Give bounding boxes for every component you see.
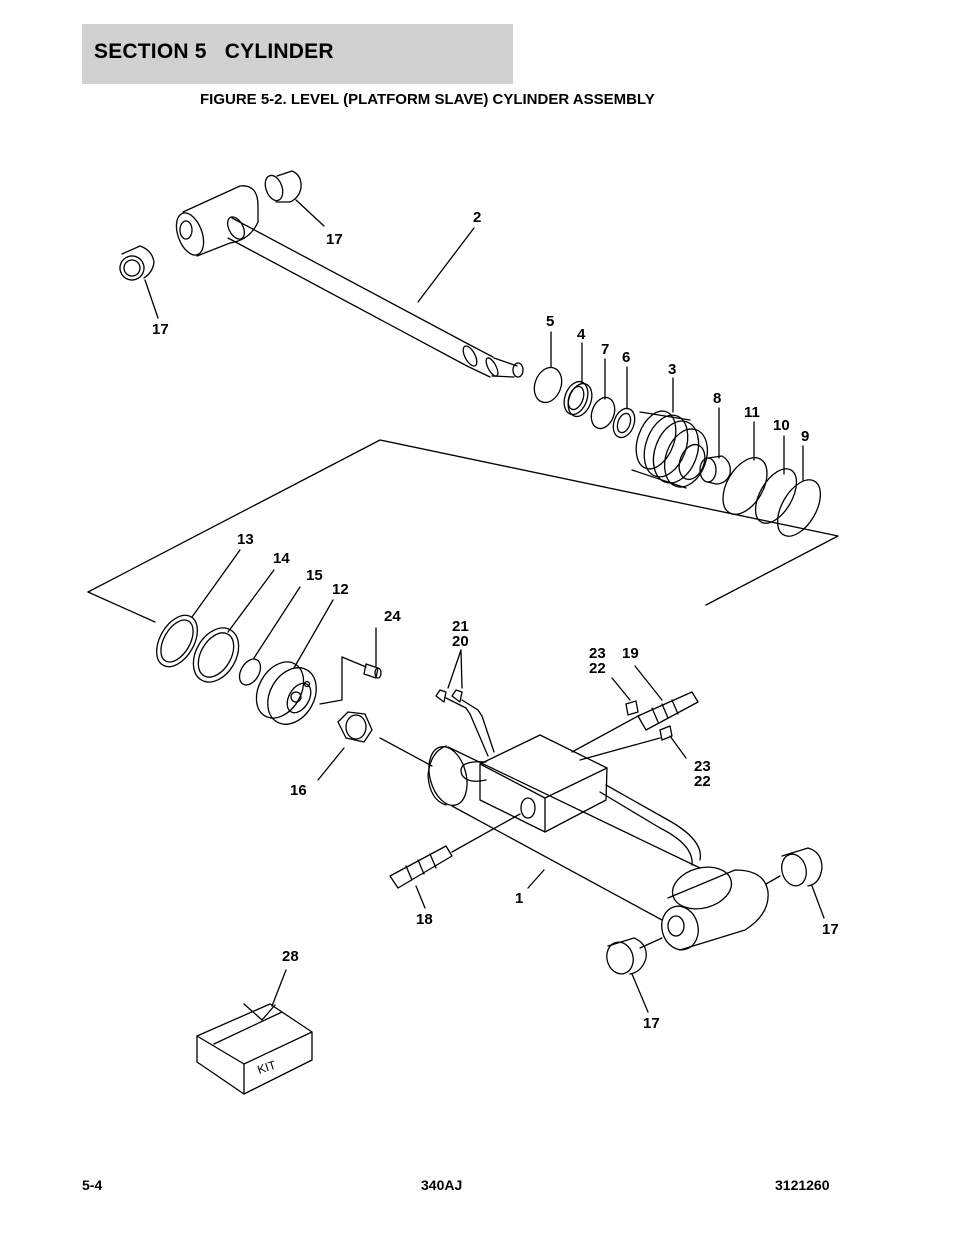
part-19-valve [637, 691, 699, 731]
callout-11: 11 [744, 404, 760, 421]
callout-8: 8 [713, 390, 721, 407]
callout-17: 17 [643, 1015, 660, 1032]
part-12-piston [255, 661, 317, 725]
callout-13: 13 [237, 531, 254, 548]
callout-22: 22 [694, 773, 711, 790]
callout-17: 17 [152, 321, 169, 338]
callout-23: 23 [694, 758, 711, 775]
part-4-seal [563, 380, 593, 418]
callout-17: 17 [326, 231, 343, 248]
callout-5: 5 [546, 313, 554, 330]
callout-4: 4 [577, 326, 586, 343]
part-9-ring [776, 479, 822, 537]
callout-12: 12 [332, 581, 349, 598]
part-21-20-fittings [435, 689, 495, 757]
part-11-ring [722, 457, 768, 515]
footer-model: 340AJ [421, 1177, 463, 1193]
rod-bushing-right [264, 170, 302, 203]
section-header: SECTION 5 CYLINDER [82, 24, 513, 84]
part-23-22-upper [571, 700, 641, 753]
callout-2: 2 [473, 209, 481, 226]
callout-15: 15 [306, 567, 323, 584]
part-8-bushing [699, 455, 731, 485]
footer-doc-number: 3121260 [775, 1177, 830, 1193]
part-18-valve [389, 813, 521, 889]
callout-9: 9 [801, 428, 809, 445]
part-16-nut [337, 711, 373, 743]
callout-24: 24 [384, 608, 401, 625]
rod-assembly [175, 185, 524, 378]
callout-1: 1 [515, 890, 523, 907]
part-3-head [631, 410, 709, 489]
part-28-kit-box [196, 1003, 313, 1095]
callout-17: 17 [822, 921, 839, 938]
part-1-barrel [427, 734, 769, 951]
rod-bushing-left [119, 245, 155, 281]
callout-21: 21 [452, 618, 469, 635]
callout-3: 3 [668, 361, 676, 378]
part-24-setscrew [363, 663, 382, 679]
callout-19: 19 [622, 645, 639, 662]
part-10-ring [754, 468, 798, 524]
callout-23: 23 [589, 645, 606, 662]
section-title: SECTION 5 CYLINDER [94, 40, 334, 63]
part-15-ring [238, 658, 262, 686]
barrel-bushing-left [606, 937, 663, 975]
callout-6: 6 [622, 349, 630, 366]
exploded-boundary [87, 439, 839, 606]
callout-7: 7 [601, 341, 609, 358]
part-5-ring [533, 366, 563, 404]
callout-10: 10 [773, 417, 790, 434]
callout-20: 20 [452, 633, 469, 650]
footer-page-number: 5-4 [82, 1177, 103, 1193]
kit-box-label: KIT [256, 1058, 279, 1077]
part-6-seal [612, 407, 636, 439]
callout-28: 28 [282, 948, 299, 965]
leader-lines [144, 199, 825, 1013]
part-7-ring [590, 396, 616, 430]
callout-22: 22 [589, 660, 606, 677]
figure-title: FIGURE 5-2. LEVEL (PLATFORM SLAVE) CYLIN… [200, 91, 655, 108]
part-13-ring [156, 614, 198, 668]
callout-16: 16 [290, 782, 307, 799]
part-14-ring [192, 627, 240, 683]
callout-14: 14 [273, 550, 290, 567]
part-23-22-lower [579, 725, 673, 761]
barrel-bushing-right [765, 847, 823, 887]
callout-18: 18 [416, 911, 433, 928]
